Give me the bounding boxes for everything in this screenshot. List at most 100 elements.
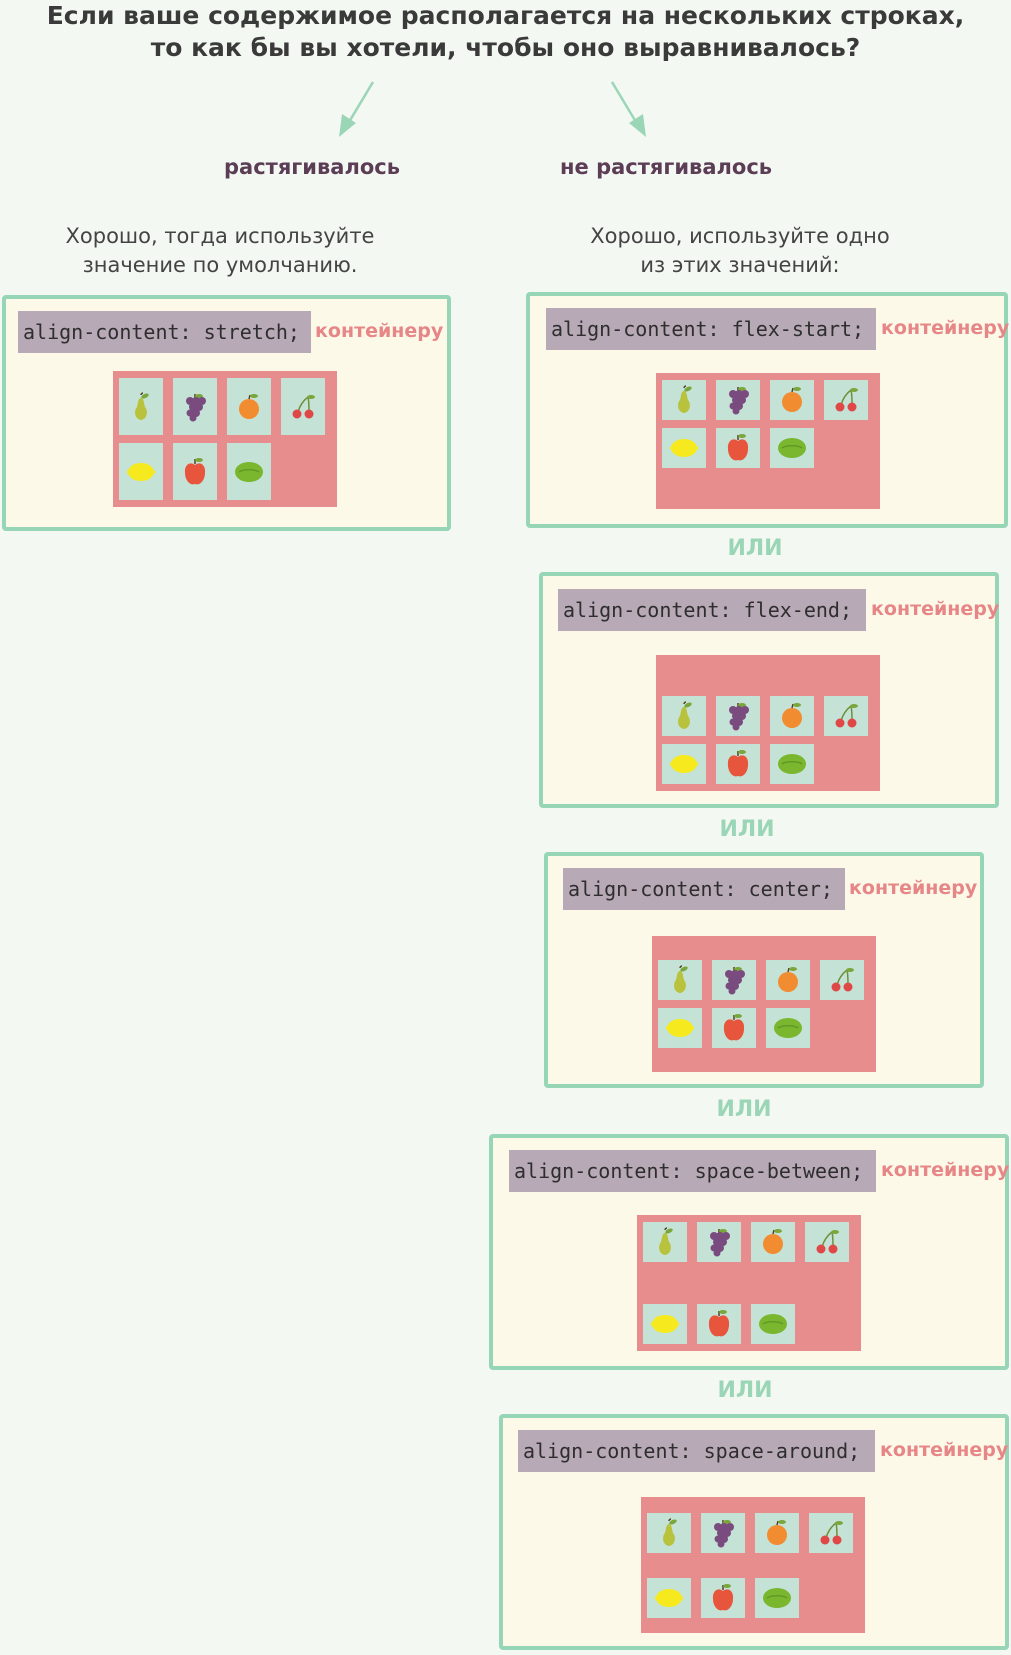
- code-flex-end: align-content: flex-end;: [558, 589, 866, 631]
- orange-icon: [757, 1226, 789, 1258]
- decision-arrows: [339, 81, 646, 137]
- separator-2: ИЛИ: [719, 817, 775, 842]
- flex-item: [227, 443, 271, 500]
- arrow-left-head: [339, 114, 356, 137]
- flex-item: [770, 744, 814, 784]
- lime-icon: [776, 748, 808, 780]
- hint-right: Хорошо, используйте одно из этих значени…: [560, 222, 920, 280]
- example-box-flex-end: align-content: flex-end; контейнеру: [539, 572, 999, 808]
- apple-icon: [179, 456, 211, 488]
- lemon-icon: [668, 748, 700, 780]
- cherries-icon: [287, 391, 319, 423]
- flex-item: [173, 378, 217, 435]
- grapes-icon: [179, 391, 211, 423]
- flex-item: [770, 428, 814, 468]
- flex-item: [658, 1008, 702, 1048]
- orange-icon: [772, 964, 804, 996]
- target-label: контейнеру: [881, 1159, 1010, 1181]
- arrow-right-head: [629, 114, 646, 137]
- cherries-icon: [811, 1226, 843, 1258]
- pear-icon: [664, 964, 696, 996]
- code-center: align-content: center;: [563, 868, 845, 910]
- apple-icon: [722, 432, 754, 464]
- target-label: контейнеру: [880, 1439, 1009, 1461]
- lime-icon: [772, 1012, 804, 1044]
- pear-icon: [649, 1226, 681, 1258]
- example-box-center: align-content: center; контейнеру: [544, 852, 984, 1088]
- option-no-stretch-label: не растягивалось: [560, 155, 773, 179]
- flex-item: [755, 1577, 799, 1618]
- flex-container: [641, 1497, 865, 1633]
- option-stretch-label: растягивалось: [224, 155, 400, 179]
- pear-icon: [653, 1517, 685, 1549]
- flex-item: [281, 378, 325, 435]
- apple-icon: [703, 1308, 735, 1340]
- flex-item: [716, 428, 760, 468]
- lemon-icon: [653, 1582, 685, 1614]
- flex-item: [701, 1512, 745, 1553]
- separator-3: ИЛИ: [716, 1097, 772, 1122]
- flex-item: [643, 1304, 687, 1344]
- hint-left-line-2: значение по умолчанию.: [82, 253, 358, 277]
- hint-left: Хорошо, тогда используйте значение по ум…: [40, 222, 400, 280]
- lemon-icon: [664, 1012, 696, 1044]
- lemon-icon: [668, 432, 700, 464]
- flex-item: [662, 744, 706, 784]
- flex-container: [637, 1215, 861, 1351]
- orange-icon: [776, 384, 808, 416]
- lime-icon: [761, 1582, 793, 1614]
- flex-item: [662, 380, 706, 420]
- lime-icon: [757, 1308, 789, 1340]
- lemon-icon: [125, 456, 157, 488]
- flex-item: [119, 378, 163, 435]
- orange-icon: [761, 1517, 793, 1549]
- flex-item: [805, 1222, 849, 1262]
- lime-icon: [233, 456, 265, 488]
- target-label: контейнеру: [315, 320, 444, 342]
- separator-4: ИЛИ: [717, 1378, 773, 1403]
- example-box-flex-start: align-content: flex-start; контейнеру: [526, 292, 1010, 528]
- lemon-icon: [649, 1308, 681, 1340]
- grapes-icon: [722, 384, 754, 416]
- pear-icon: [668, 700, 700, 732]
- flex-item: [662, 428, 706, 468]
- flex-item: [824, 696, 868, 736]
- grapes-icon: [703, 1226, 735, 1258]
- orange-icon: [776, 700, 808, 732]
- hint-right-line-2: из этих значений:: [640, 253, 840, 277]
- code-stretch: align-content: stretch;: [18, 311, 311, 353]
- grapes-icon: [707, 1517, 739, 1549]
- flex-item: [824, 380, 868, 420]
- flex-item: [770, 696, 814, 736]
- question-heading: Если ваше содержимое располагается на не…: [0, 0, 1011, 64]
- hint-right-line-1: Хорошо, используйте одно: [590, 224, 890, 248]
- grapes-icon: [718, 964, 750, 996]
- flex-item: [662, 696, 706, 736]
- target-label: контейнеру: [849, 877, 978, 899]
- apple-icon: [722, 748, 754, 780]
- cherries-icon: [830, 384, 862, 416]
- pear-icon: [668, 384, 700, 416]
- flex-item: [658, 960, 702, 1000]
- flex-container: [652, 936, 876, 1072]
- example-box-space-between: align-content: space-between; контейнеру: [489, 1134, 1009, 1370]
- flex-item: [643, 1222, 687, 1262]
- target-label: контейнеру: [881, 317, 1010, 339]
- orange-icon: [233, 391, 265, 423]
- flex-item: [755, 1512, 799, 1553]
- question-line-2: то как бы вы хотели, чтобы оно выравнива…: [150, 33, 861, 62]
- target-label: контейнеру: [871, 598, 1000, 620]
- flex-item: [119, 443, 163, 500]
- apple-icon: [707, 1582, 739, 1614]
- code-space-around: align-content: space-around;: [518, 1430, 875, 1472]
- pear-icon: [125, 391, 157, 423]
- flex-item: [820, 960, 864, 1000]
- cherries-icon: [830, 700, 862, 732]
- flex-container: [656, 655, 880, 791]
- code-flex-start: align-content: flex-start;: [546, 308, 876, 350]
- separator-1: ИЛИ: [727, 536, 783, 561]
- flex-item: [770, 380, 814, 420]
- example-box-space-around: align-content: space-around; контейнеру: [499, 1414, 1009, 1650]
- example-box-stretch: align-content: stretch; контейнеру: [2, 295, 451, 531]
- flex-item: [697, 1222, 741, 1262]
